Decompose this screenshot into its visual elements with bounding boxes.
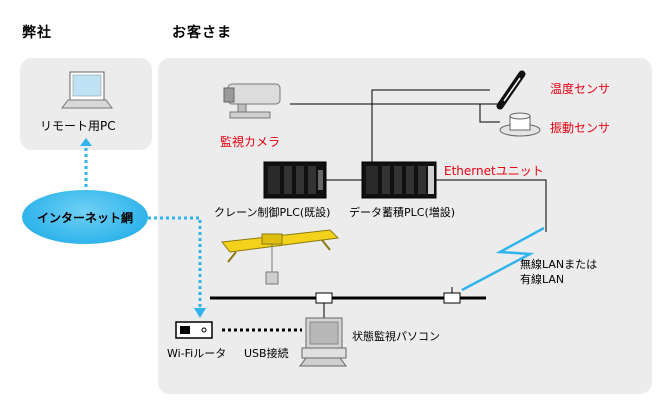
company-header: 弊社 <box>22 25 52 41</box>
monitor-pc-label: 状態監視パソコン <box>352 330 440 343</box>
desktop-pc-icon <box>299 317 347 367</box>
crane-icon <box>221 229 340 285</box>
router-label: Wi-Fiルータ <box>167 347 227 360</box>
router-icon <box>175 321 213 339</box>
customer-header: お客さま <box>172 25 232 41</box>
camera-icon <box>223 83 281 119</box>
remote-pc-label: リモート用PC <box>40 119 116 133</box>
crane-plc-icon <box>263 161 327 199</box>
wired-label: 有線LAN <box>520 273 565 286</box>
internet-cloud <box>22 190 148 244</box>
link-internet-router <box>148 216 202 312</box>
internet-label: インターネット網 <box>36 210 133 225</box>
vibration-sensor-icon <box>499 112 541 137</box>
wireless-label: 無線LANまたは <box>520 258 598 271</box>
crane-plc-label: クレーン制御PLC(既設) <box>214 206 331 219</box>
data-plc-icon <box>361 161 437 199</box>
vib-sensor-label: 振動センサ <box>550 121 611 135</box>
arrow-down-icon <box>194 308 206 318</box>
laptop-icon <box>61 71 113 109</box>
lan-node-2 <box>443 292 461 304</box>
lan-node-1 <box>315 292 333 304</box>
camera-label: 監視カメラ <box>220 135 281 149</box>
ethernet-unit-label: Ethernetユニット <box>444 164 544 178</box>
temperature-sensor-icon <box>496 70 526 110</box>
wireless-link <box>461 226 545 292</box>
temp-sensor-label: 温度センサ <box>550 82 611 96</box>
arrow-up-icon <box>80 138 92 146</box>
data-plc-label: データ蓄積PLC(増設) <box>349 206 456 219</box>
usb-label: USB接続 <box>244 347 289 360</box>
